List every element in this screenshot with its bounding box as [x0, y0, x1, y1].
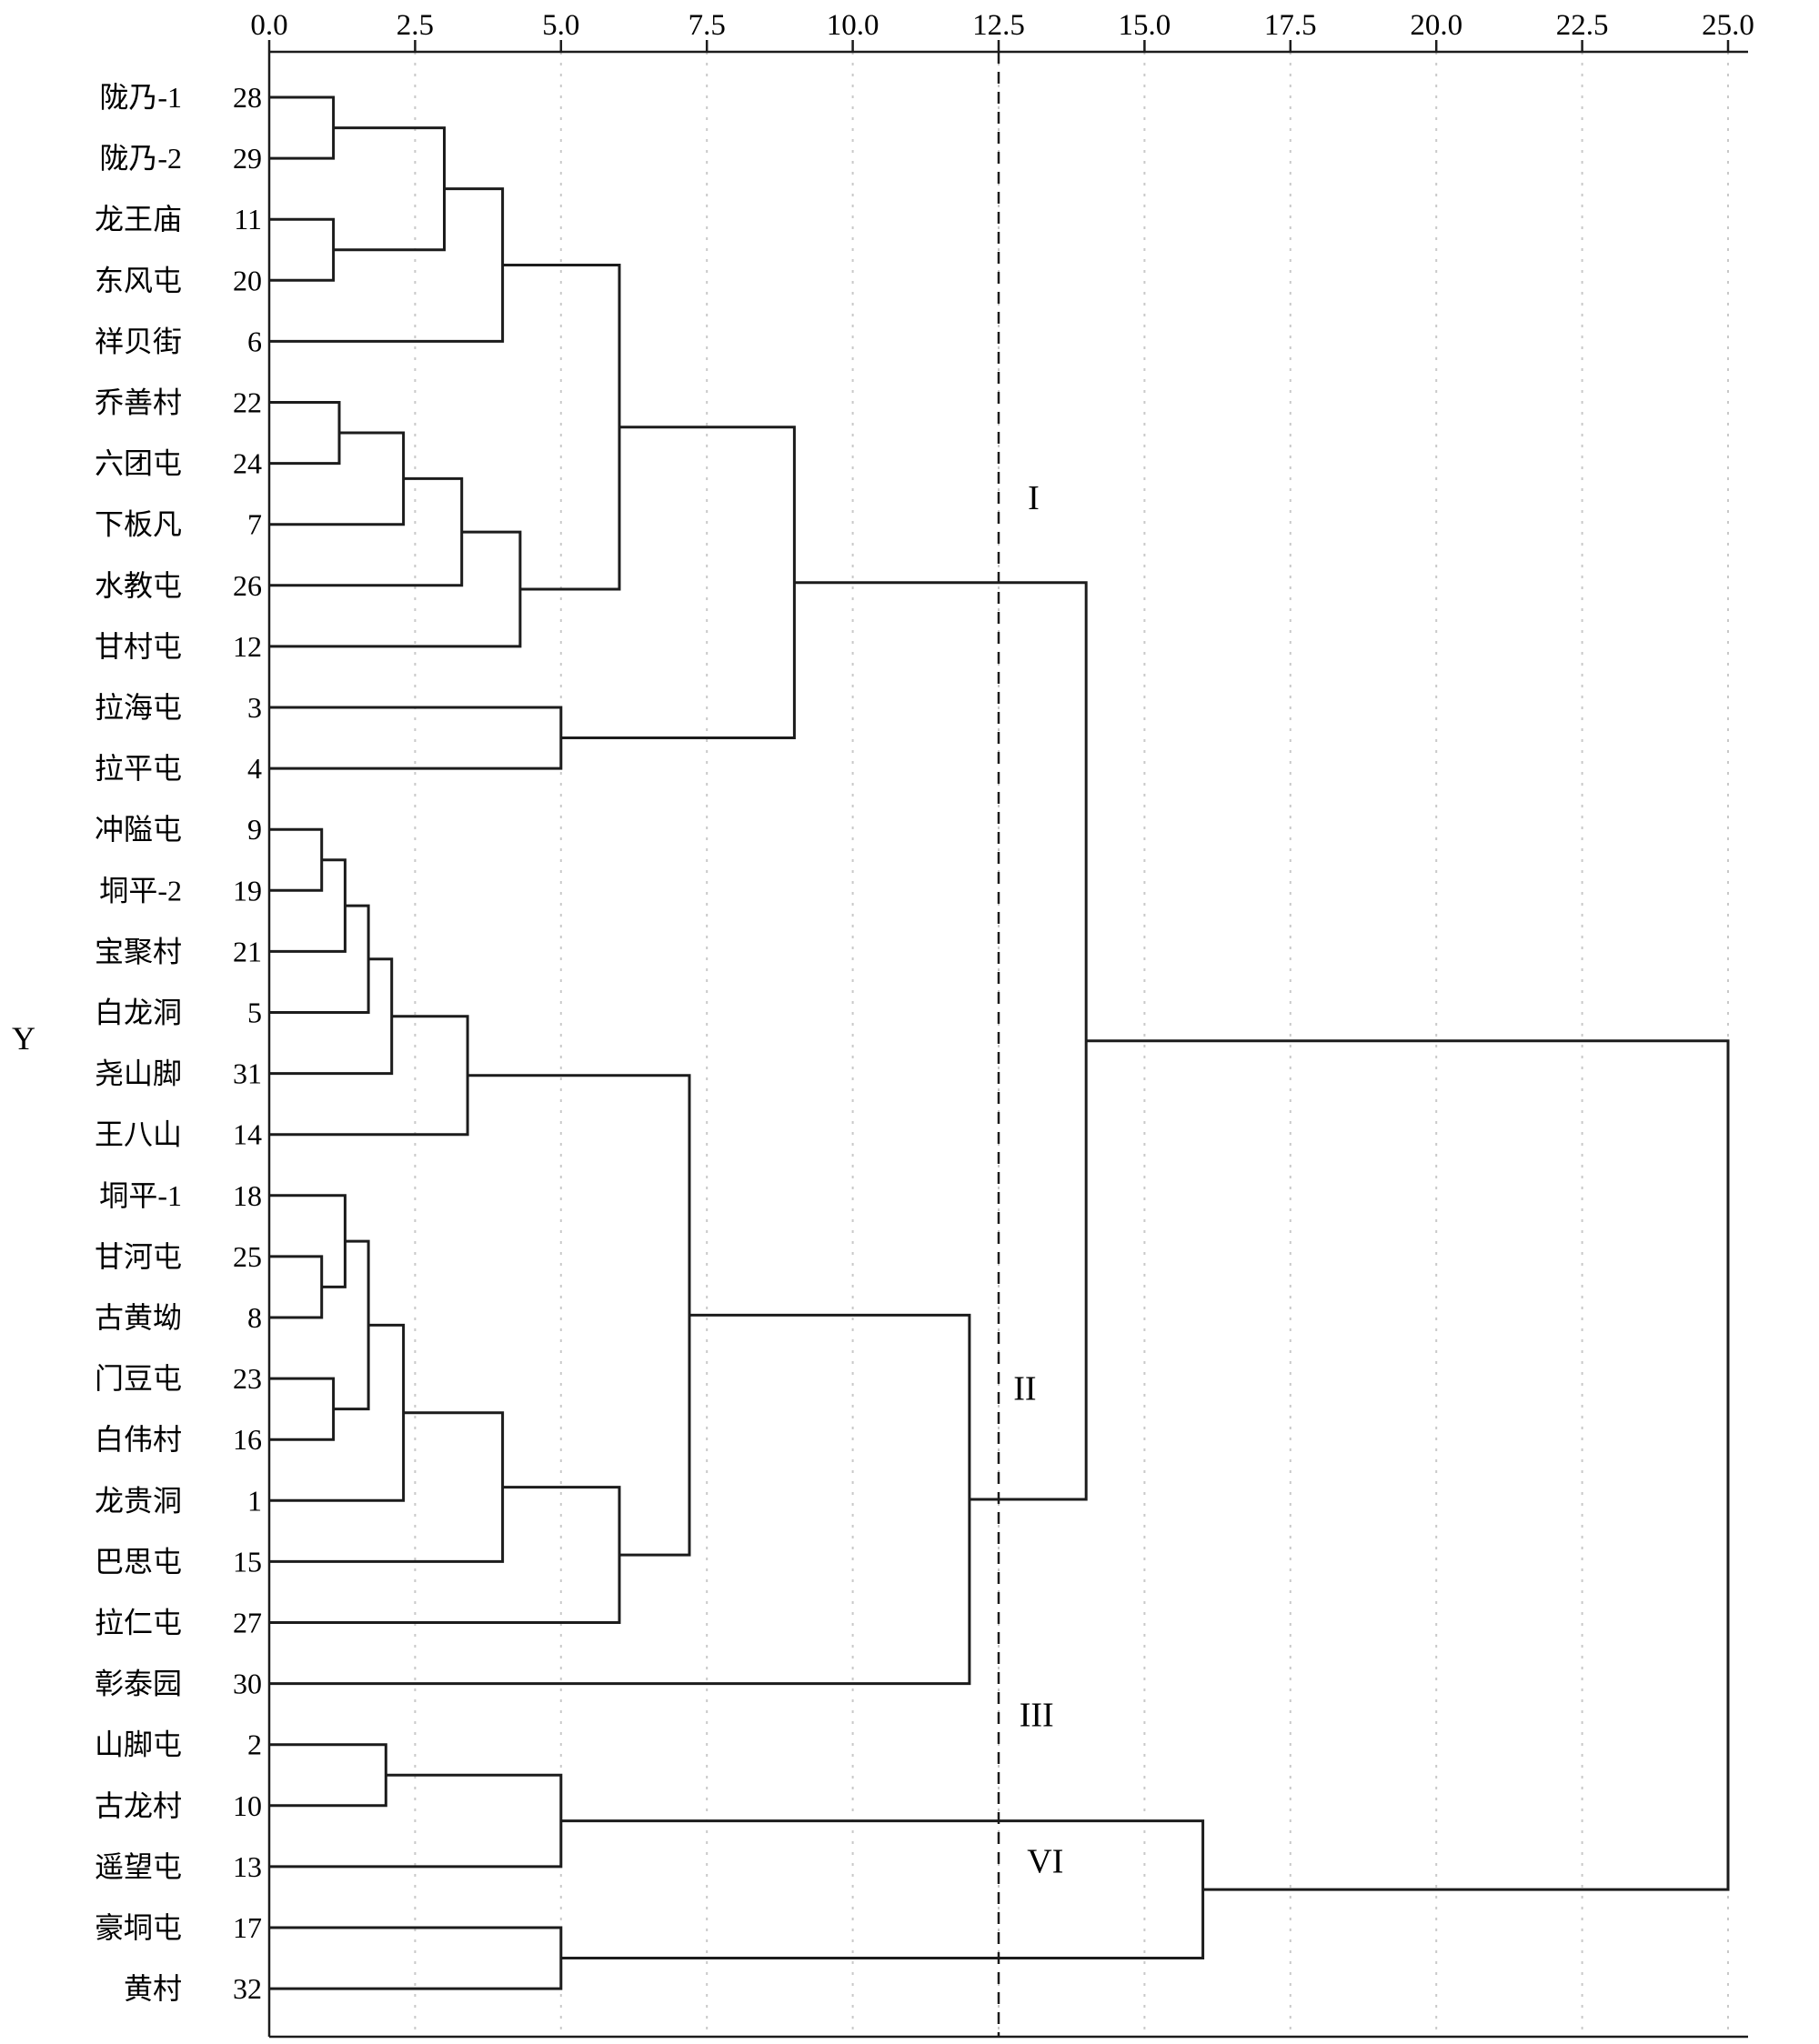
leaf-name: 六团屯	[95, 447, 182, 480]
leaf-name: 白龙洞	[95, 997, 182, 1029]
leaf-name: 彰泰园	[95, 1668, 182, 1700]
leaf-id: 27	[233, 1607, 262, 1639]
leaf-name: 下板凡	[95, 508, 182, 541]
leaf-id: 20	[233, 264, 262, 296]
leaf-id: 10	[233, 1789, 262, 1822]
x-axis-tick-label: 10.0	[827, 9, 879, 42]
leaf-name: 白伟村	[95, 1423, 182, 1456]
leaf-id: 6	[247, 325, 262, 357]
leaf-id: 11	[234, 203, 262, 235]
leaf-id: 30	[233, 1668, 262, 1700]
leaf-name: 冲隘屯	[95, 813, 182, 846]
leaf-name: 水教屯	[95, 569, 182, 602]
leaf-name: 宝聚村	[95, 935, 182, 967]
leaf-name: 龙王庙	[95, 203, 182, 235]
leaf-id: 15	[233, 1545, 262, 1578]
leaf-name: 垌平-2	[99, 874, 182, 907]
x-axis-tick-label: 7.5	[688, 9, 726, 42]
x-axis-tick-label: 5.0	[542, 9, 579, 42]
leaf-id: 16	[233, 1423, 262, 1456]
cluster-label-I: I	[1028, 479, 1040, 517]
x-axis-tick-label: 12.5	[972, 9, 1025, 42]
leaf-id: 3	[247, 691, 262, 724]
y-axis-label: Y	[12, 1020, 35, 1057]
leaf-name: 拉海屯	[95, 691, 182, 724]
leaf-name: 遥望屯	[95, 1850, 182, 1883]
leaf-id: 25	[233, 1240, 262, 1273]
x-axis-tick-label: 0.0	[250, 9, 287, 42]
leaf-id: 13	[233, 1850, 262, 1883]
x-axis-tick-label: 25.0	[1702, 9, 1754, 42]
leaf-name: 黄村	[124, 1972, 182, 2005]
x-axis-tick-label: 17.5	[1264, 9, 1317, 42]
x-axis-tick-label: 2.5	[397, 9, 434, 42]
leaf-id: 22	[233, 386, 262, 419]
dendrogram-link	[1086, 1039, 1730, 1891]
leaf-id: 9	[247, 813, 262, 846]
leaf-name: 垌平-1	[99, 1179, 182, 1212]
leaf-id: 2	[247, 1728, 262, 1761]
leaf-name: 王八山	[95, 1118, 182, 1151]
leaf-name: 陇乃-1	[99, 81, 182, 114]
x-axis-tick-label: 15.0	[1119, 9, 1171, 42]
leaf-name: 古黄坳	[95, 1301, 182, 1334]
cluster-label-VI: VI	[1027, 1843, 1063, 1881]
leaf-name: 门豆屯	[95, 1362, 182, 1395]
leaf-name: 巴思屯	[95, 1545, 182, 1578]
leaf-id: 29	[233, 142, 262, 175]
leaf-name: 乔善村	[95, 386, 182, 419]
x-axis-tick-label: 22.5	[1556, 9, 1609, 42]
leaf-name: 祥贝街	[95, 325, 182, 357]
leaf-name: 山脚屯	[95, 1728, 182, 1761]
leaf-name: 拉平屯	[95, 752, 182, 785]
leaf-id: 24	[233, 447, 262, 480]
leaf-id: 8	[247, 1301, 262, 1334]
leaf-id: 4	[247, 752, 262, 785]
leaf-name: 尧山脚	[95, 1057, 182, 1090]
leaf-id: 19	[233, 874, 262, 907]
leaf-id: 31	[233, 1057, 262, 1090]
leaf-id: 17	[233, 1911, 262, 1944]
leaf-id: 28	[233, 81, 262, 114]
leaf-id: 12	[233, 630, 262, 663]
cluster-label-III: III	[1020, 1697, 1054, 1735]
leaf-name: 甘村屯	[95, 630, 182, 663]
leaf-id: 18	[233, 1179, 262, 1212]
leaf-name: 古龙村	[95, 1789, 182, 1822]
leaf-name: 龙贵洞	[95, 1484, 182, 1517]
leaf-id: 23	[233, 1362, 262, 1395]
leaf-name: 豪垌屯	[95, 1911, 182, 1944]
leaf-name: 拉仁屯	[95, 1607, 182, 1639]
leaf-name: 东风屯	[95, 264, 182, 296]
leaf-id: 21	[233, 935, 262, 967]
leaf-name: 甘河屯	[95, 1240, 182, 1273]
x-axis-tick-label: 20.0	[1410, 9, 1462, 42]
cluster-label-II: II	[1013, 1370, 1036, 1408]
leaf-id: 1	[247, 1484, 262, 1517]
leaf-id: 7	[247, 508, 262, 541]
leaf-id: 14	[233, 1118, 262, 1151]
leaf-id: 26	[233, 569, 262, 602]
leaf-name: 陇乃-2	[99, 142, 182, 175]
leaf-id: 32	[233, 1972, 262, 2005]
leaf-id: 5	[247, 997, 262, 1029]
